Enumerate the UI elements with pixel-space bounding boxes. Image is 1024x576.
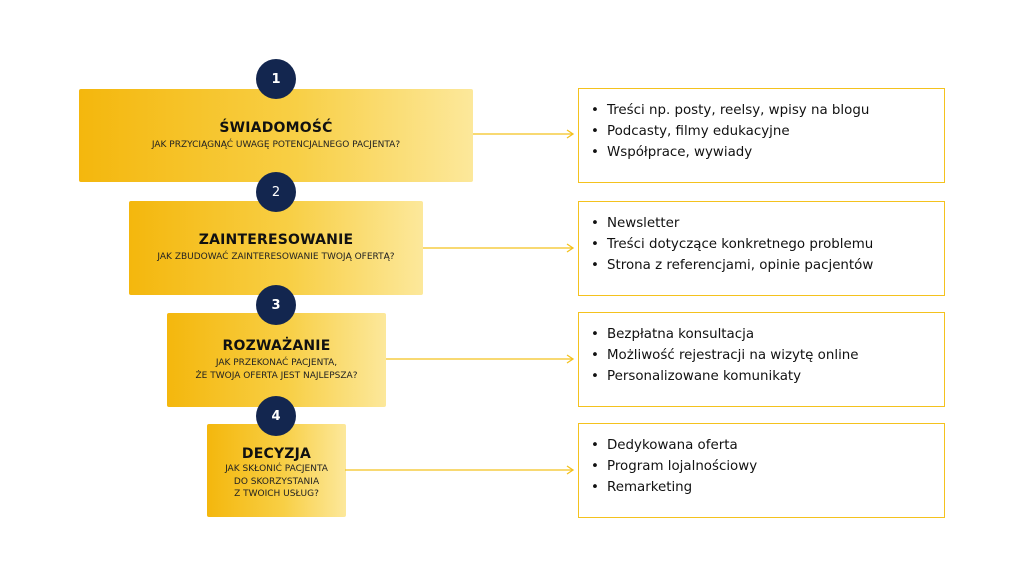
list-item-text: Współprace, wywiady [607,145,753,160]
list-item: • Newsletter [591,213,944,234]
list-item: • Remarketing [591,477,944,498]
step-number-4: 4 [256,396,296,436]
list-item: • Treści np. posty, reelsy, wpisy na blog… [591,100,944,121]
list-item: • Bezpłatna konsultacja [591,324,944,345]
list-item: • Dedykowana oferta [591,435,944,456]
arrowhead-1 [566,129,575,139]
bullet: • [591,369,599,384]
stage-question-line: JAK PRZYCIĄGNĄĆ UWAGĘ POTENCJALNEGO PACJ… [151,139,401,150]
stage-question-line: JAK PRZEKONAĆ PACJENTA, [215,357,338,368]
list-item-text: Strona z referencjami, opinie pacjentów [607,258,874,273]
list-item-text: Treści np. posty, reelsy, wpisy na blogu [607,103,870,118]
bullet: • [591,327,599,342]
bullet: • [591,480,599,495]
bullet: • [591,103,599,118]
stage-box-interest: ZAINTERESOWANIE JAK ZBUDOWAĆ ZAINTERESOW… [129,201,423,295]
stage-question-line: Z TWOICH USŁUG? [234,489,319,500]
bullet: • [591,145,599,160]
stage-title: ROZWAŻANIE [222,337,331,354]
stage-title: DECYZJA [241,446,312,463]
step-number-1: 1 [256,59,296,99]
tactics-box-decision: • Dedykowana oferta • Program lojalnościow… [578,423,945,518]
list-item-text: Możliwość rejestracji na wizytę online [607,348,859,363]
list-item-text: Personalizowane komunikaty [607,369,802,384]
list-item: • Podcasty, filmy edukacyjne [591,121,944,142]
list-item: • Program lojalnościowy [591,456,944,477]
bullet: • [591,216,599,231]
stage-question: JAK PRZEKONAĆ PACJENTA, ŻE TWOJA OFERTA … [196,357,358,383]
list-item-text: Bezpłatna konsultacja [607,327,755,342]
arrowhead-4 [566,465,575,475]
bullet: • [591,459,599,474]
arrowhead-3 [566,354,575,364]
tactics-box-awareness: • Treści np. posty, reelsy, wpisy na blog… [578,88,945,183]
tactics-box-interest: • Newsletter • Treści dotyczące konkretneg… [578,201,945,296]
list-item-text: Newsletter [607,216,680,231]
list-item: • Współprace, wywiady [591,142,944,163]
stage-question-line: JAK SKŁONIĆ PACJENTA [225,464,328,475]
step-number-2: 2 [256,172,296,212]
bullet: • [591,258,599,273]
stage-question-line: ŻE TWOJA OFERTA JEST NAJLEPSZA? [195,370,358,381]
list-item: • Treści dotyczące konkretnego problemu [591,234,944,255]
stage-question-line: DO SKORZYSTANIA [233,476,320,487]
tactics-box-consideration: • Bezpłatna konsultacja • Możliwość rejest… [578,312,945,407]
bullet: • [591,348,599,363]
stage-question: JAK SKŁONIĆ PACJENTA DO SKORZYSTANIA Z T… [225,463,328,501]
stage-box-decision: DECYZJA JAK SKŁONIĆ PACJENTA DO SKORZYST… [207,424,346,517]
bullet: • [591,438,599,453]
list-item-text: Dedykowana oferta [607,438,738,453]
step-number-3: 3 [256,285,296,325]
list-item-text: Program lojalnościowy [607,459,758,474]
stage-box-awareness: ŚWIADOMOŚĆ JAK PRZYCIĄGNĄĆ UWAGĘ POTENCJ… [79,89,473,182]
list-item: • Personalizowane komunikaty [591,366,944,387]
list-item-text: Remarketing [607,480,693,495]
stage-box-consideration: ROZWAŻANIE JAK PRZEKONAĆ PACJENTA, ŻE TW… [167,313,386,407]
bullet: • [591,237,599,252]
list-item-text: Podcasty, filmy edukacyjne [607,124,790,139]
list-item: • Możliwość rejestracji na wizytę online [591,345,944,366]
stage-question-line: JAK ZBUDOWAĆ ZAINTERESOWANIE TWOJĄ OFERT… [157,252,395,262]
list-item: • Strona z referencjami, opinie pacjentów [591,255,944,276]
bullet: • [591,124,599,139]
stage-title: ŚWIADOMOŚĆ [219,119,333,136]
stage-title: ZAINTERESOWANIE [198,232,354,248]
list-item-text: Treści dotyczące konkretnego problemu [607,237,874,252]
arrowhead-2 [566,243,575,253]
